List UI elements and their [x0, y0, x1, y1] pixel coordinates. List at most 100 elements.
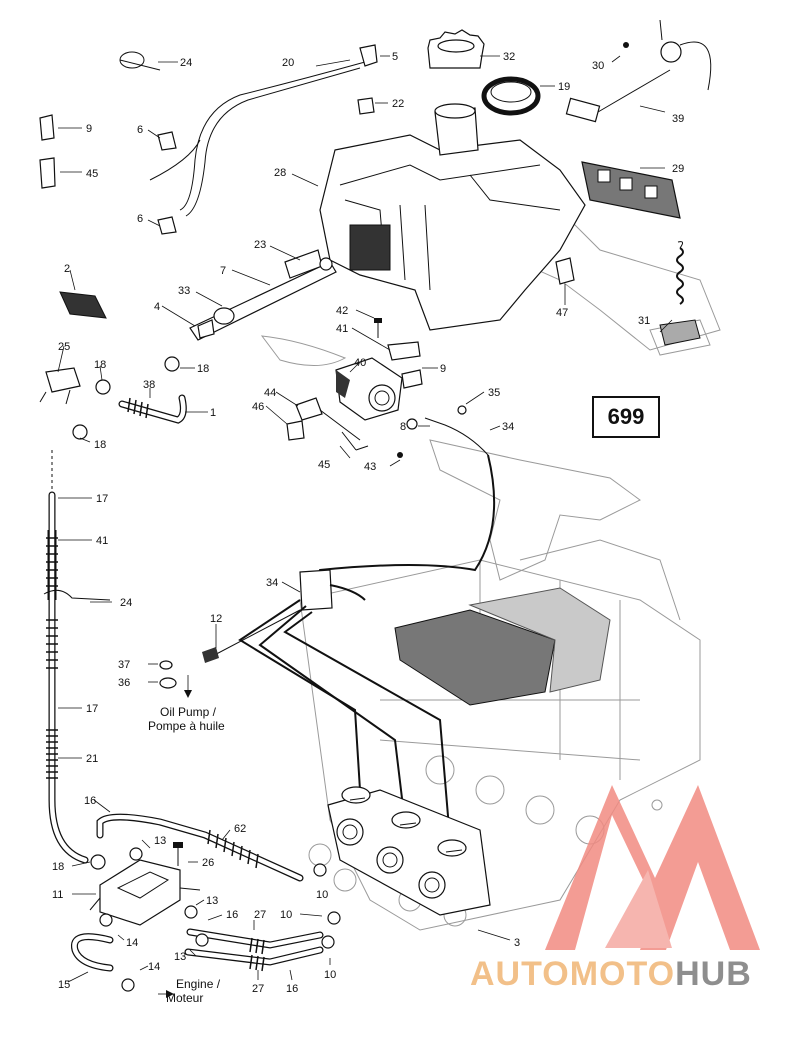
clip-9-mid [401, 369, 423, 389]
wordmark-part-auto: AUTO [470, 955, 570, 993]
automotohub-logo [545, 785, 760, 950]
bracket-41 [387, 341, 421, 361]
fuel-cap [427, 29, 485, 69]
callout-5: 5 [392, 51, 398, 63]
callout-9: 9 [440, 363, 446, 375]
callout-43: 43 [364, 461, 376, 473]
hoses-16-lower [184, 928, 324, 972]
callout-17: 17 [96, 493, 108, 505]
callout-46: 46 [252, 401, 264, 413]
connector-9-top [39, 114, 55, 141]
callout-6: 6 [137, 213, 143, 225]
clamp-18-d [90, 854, 106, 870]
fuel-level-sensor [565, 19, 712, 123]
clamp-18-c [72, 424, 88, 440]
callout-8: 8 [400, 421, 406, 433]
callout-3: 3 [514, 937, 520, 949]
callout-16: 16 [226, 909, 238, 921]
main-fuel-line [43, 450, 111, 864]
callout-20: 20 [282, 57, 294, 69]
callout-42: 42 [336, 305, 348, 317]
callout-23: 23 [254, 239, 266, 251]
callout-10: 10 [280, 909, 292, 921]
callout-16: 16 [286, 983, 298, 995]
callout-33: 33 [178, 285, 190, 297]
leader-lines [57, 55, 673, 998]
callout-10: 10 [324, 969, 336, 981]
support-bracket-31 [659, 319, 701, 346]
callout-2: 2 [64, 263, 70, 275]
tank-support-pad [581, 161, 681, 219]
connector-45-top [39, 157, 56, 189]
callout-36: 36 [118, 677, 130, 689]
engine-note-line1: Engine / [176, 977, 221, 991]
callout-24: 24 [180, 57, 192, 69]
callout-1: 1 [210, 407, 216, 419]
callout-6: 6 [137, 124, 143, 136]
callout-12: 12 [210, 613, 222, 625]
hose-15 [70, 933, 114, 972]
callout-28: 28 [274, 167, 286, 179]
callout-39: 39 [672, 113, 684, 125]
callout-34: 34 [266, 577, 278, 589]
callout-27: 27 [254, 909, 266, 921]
automotohub-wordmark: AUTOMOTOHUB [470, 955, 800, 995]
hose-16-upper [96, 813, 304, 882]
fuel-pump-11 [89, 859, 201, 926]
clamps-pump [99, 847, 341, 992]
callout-10: 10 [316, 889, 328, 901]
callout-21: 21 [86, 753, 98, 765]
callout-14: 14 [148, 961, 160, 973]
callout-45: 45 [86, 168, 98, 180]
air-silencer-mesh [394, 587, 611, 706]
callout-41: 41 [96, 535, 108, 547]
callout-18: 18 [197, 363, 209, 375]
callout-35: 35 [488, 387, 500, 399]
terminal-45 [341, 431, 369, 451]
callout-18: 18 [52, 861, 64, 873]
callout-22: 22 [392, 98, 404, 110]
callout-38: 38 [143, 379, 155, 391]
cap-6-lower [157, 216, 177, 235]
carburetor-assembly [327, 786, 491, 916]
clamp-22 [357, 97, 375, 115]
washer-37 [159, 660, 173, 670]
vent-valve-5 [359, 44, 378, 67]
tension-spring [676, 241, 684, 305]
callout-31: 31 [638, 315, 650, 327]
callout-16: 16 [84, 795, 96, 807]
callout-18: 18 [94, 359, 106, 371]
callout-45: 45 [318, 459, 330, 471]
nut-36 [159, 677, 177, 689]
screw-42 [374, 318, 382, 338]
callout-11: 11 [52, 889, 63, 901]
callout-18: 18 [94, 439, 106, 451]
callout-30: 30 [592, 60, 604, 72]
rubber-grommet-47 [555, 257, 575, 285]
callout-62: 62 [234, 823, 246, 835]
page-number-box: 699 [592, 396, 660, 438]
callout-34: 34 [502, 421, 514, 433]
tank-filler-neck [434, 103, 479, 156]
callout-27: 27 [252, 983, 264, 995]
callout-13: 13 [154, 835, 166, 847]
callout-13: 13 [206, 895, 218, 907]
callout-29: 29 [672, 163, 684, 175]
callout-24: 24 [120, 597, 132, 609]
callout-14: 14 [126, 937, 138, 949]
decal-2 [59, 291, 107, 319]
callout-25: 25 [58, 341, 70, 353]
callout-13: 13 [174, 951, 186, 963]
throttle-switch-40 [335, 357, 403, 421]
screw-35 [457, 405, 467, 415]
cable-harness-12 [202, 599, 451, 841]
wordmark-part-hub: HUB [675, 955, 752, 993]
callout-41: 41 [336, 323, 348, 335]
handlebar-outline [260, 335, 641, 581]
callout-7: 7 [220, 265, 226, 277]
screw-26 [173, 842, 183, 866]
washer-8 [406, 418, 418, 430]
fuel-shutoff-25 [39, 367, 81, 405]
callout-17: 17 [86, 703, 98, 715]
